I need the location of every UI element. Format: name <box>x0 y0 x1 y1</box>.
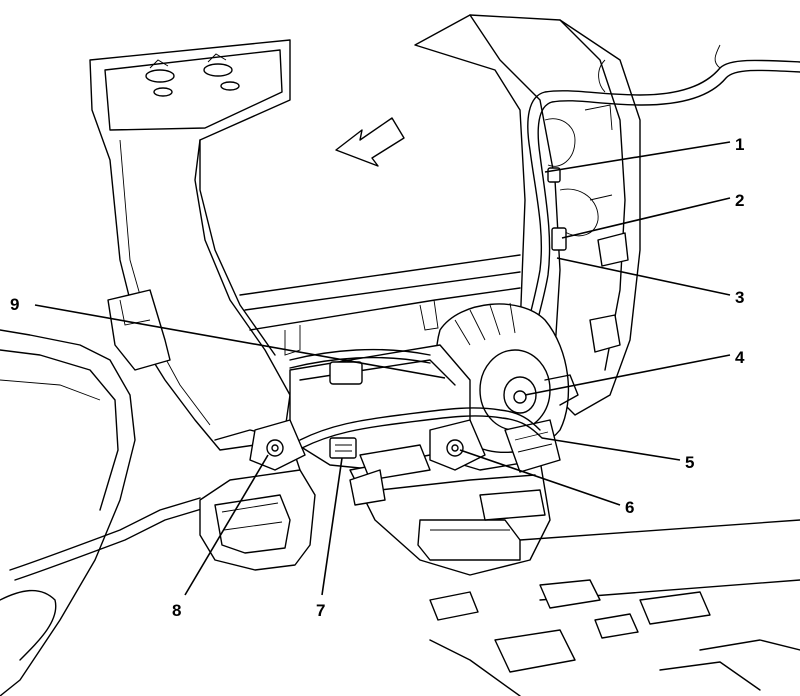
leader-lines <box>34 141 731 596</box>
callout-8: 8 <box>172 601 181 620</box>
callout-9: 9 <box>10 295 19 314</box>
left-floor-panel <box>0 329 206 696</box>
defroster-duct <box>89 39 291 451</box>
floor-pan <box>429 519 800 696</box>
wiring-harness <box>519 44 800 366</box>
callout-4: 4 <box>735 348 745 367</box>
firewall-panel <box>239 254 521 356</box>
callout-2: 2 <box>735 191 744 210</box>
hvac-case <box>289 344 551 576</box>
control-module-5 <box>504 419 561 473</box>
callout-1: 1 <box>735 135 744 154</box>
callout-6: 6 <box>625 498 634 517</box>
callout-5: 5 <box>685 453 694 472</box>
front-direction-arrow-icon <box>335 117 405 167</box>
actuator-8 <box>249 419 306 471</box>
callout-7: 7 <box>316 601 325 620</box>
actuator-6 <box>429 419 486 471</box>
connector-7 <box>329 437 357 459</box>
callout-3: 3 <box>735 288 744 307</box>
case-harness <box>289 348 543 449</box>
